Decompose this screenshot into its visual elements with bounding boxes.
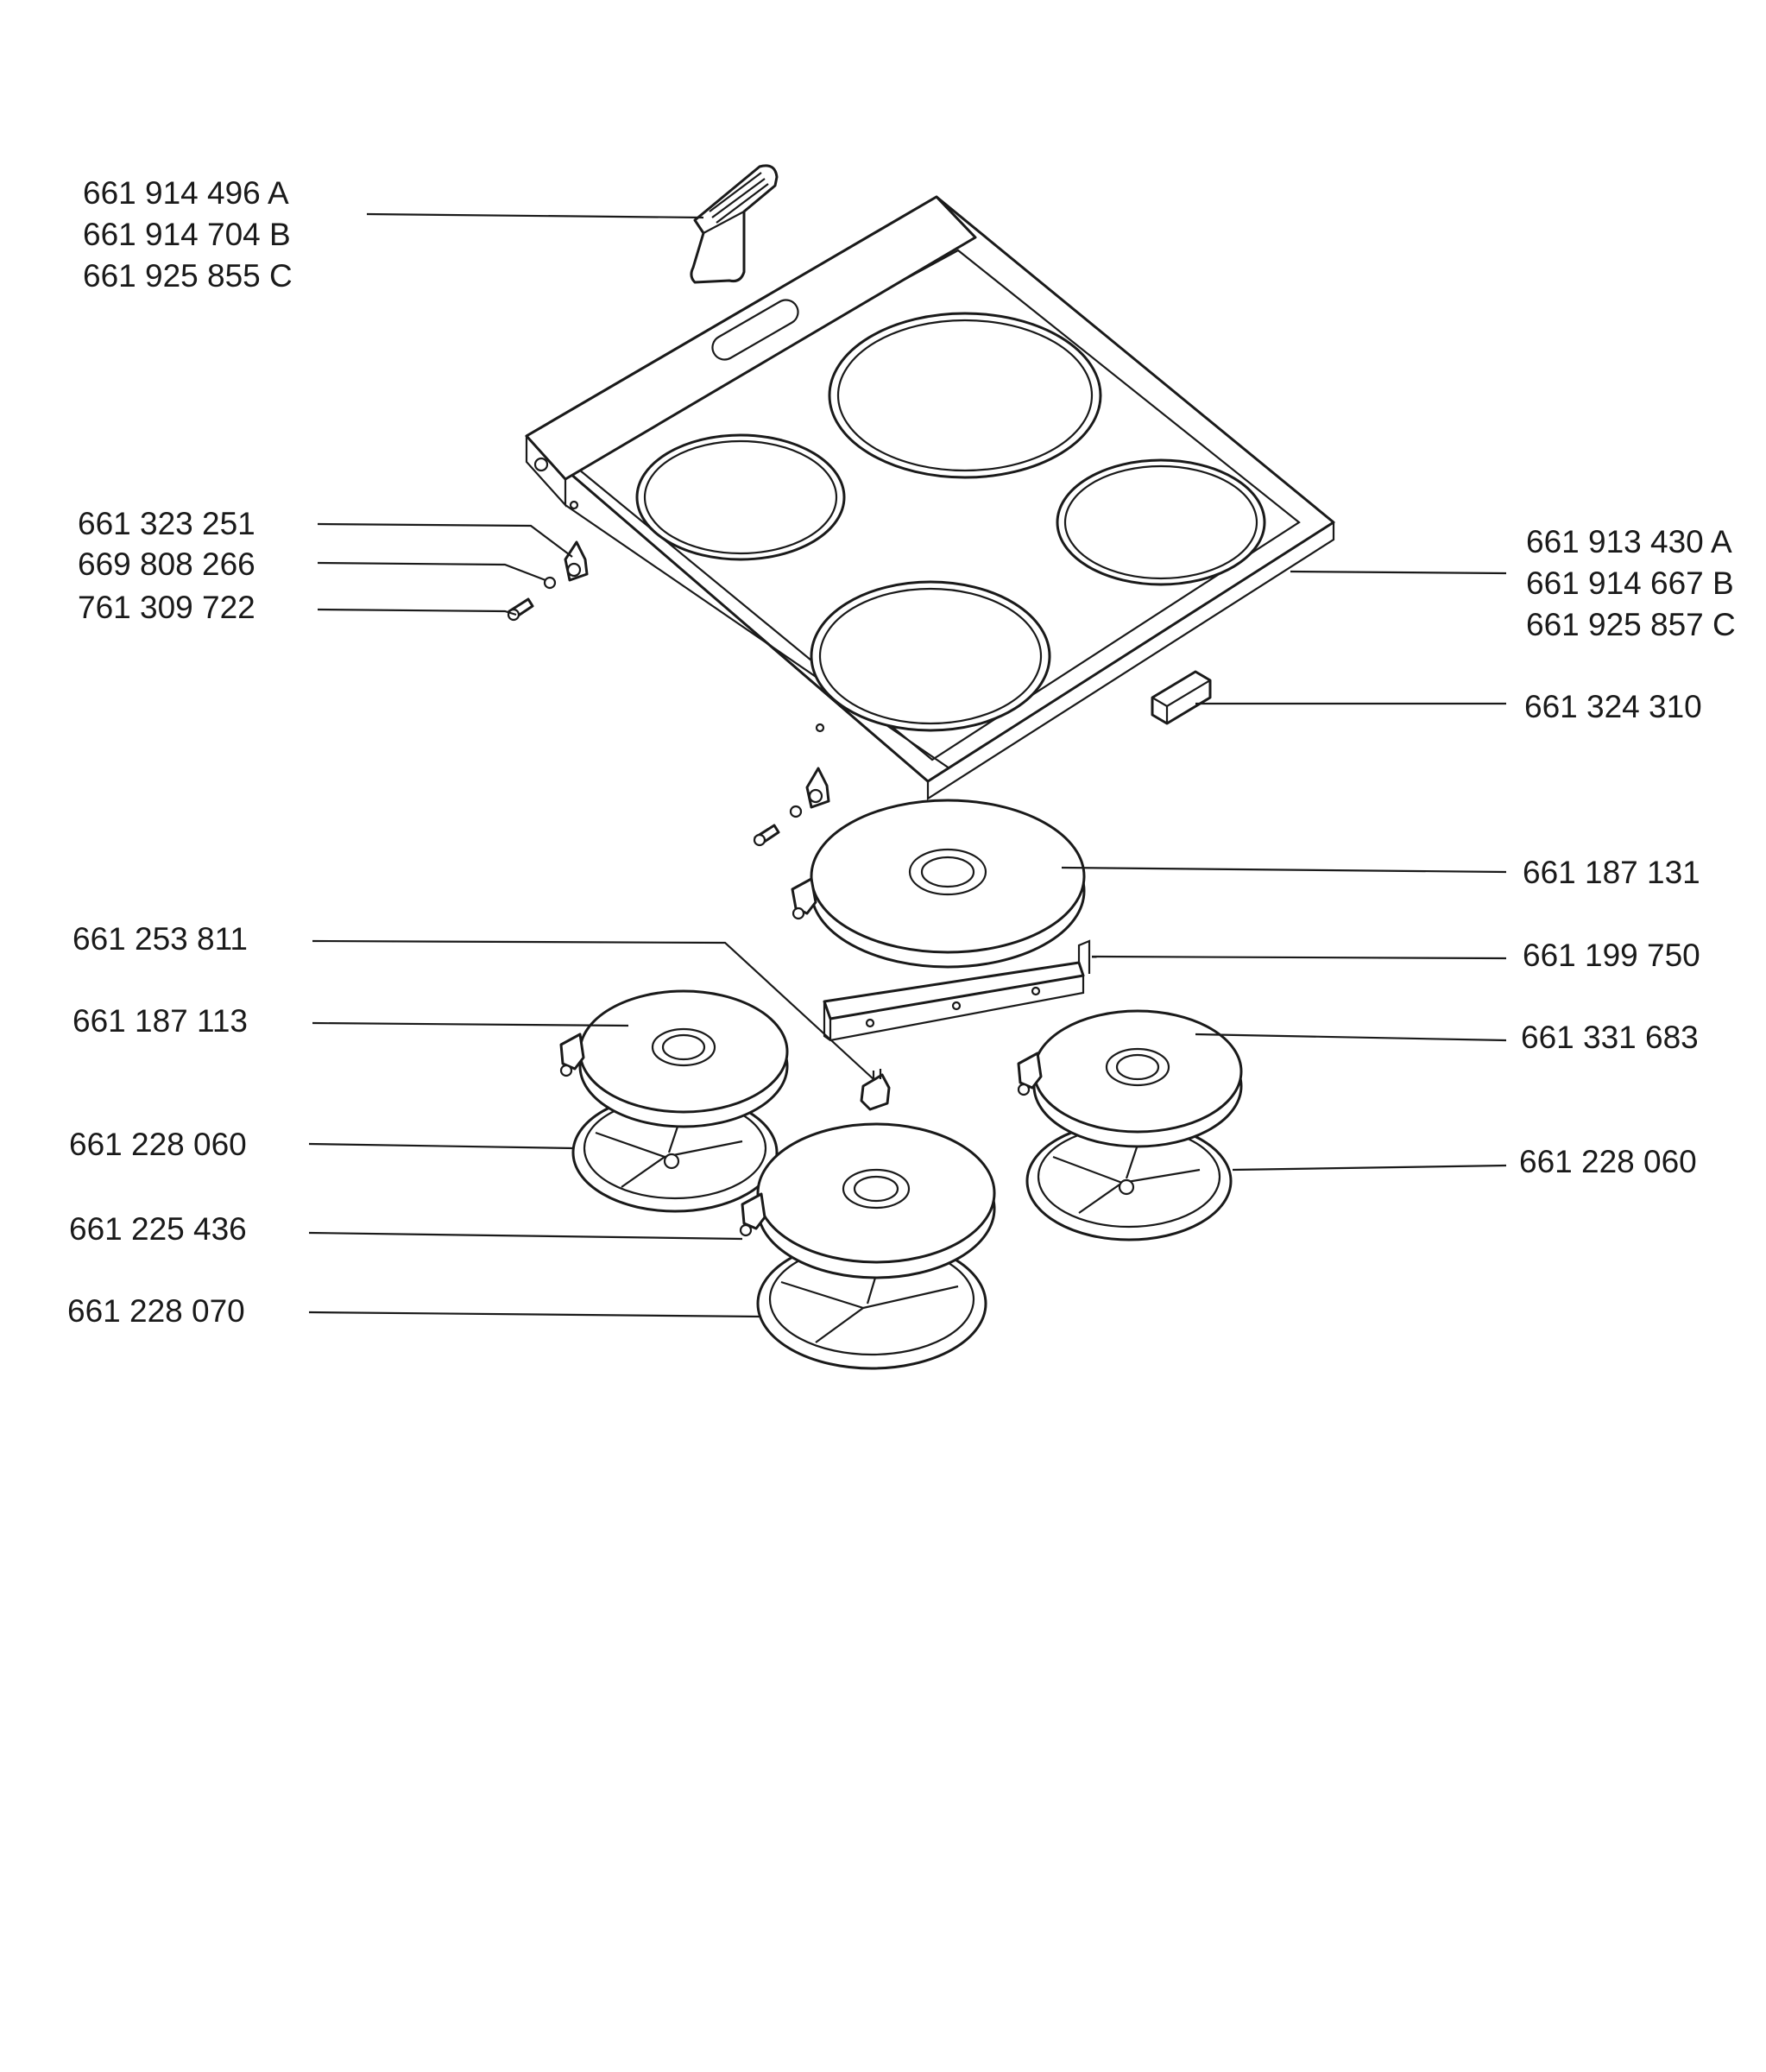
label-ring-right: 661 228 060 [1519,1144,1697,1179]
label-terminal: 661 253 811 [73,921,249,957]
label-hob-top-a: 661 913 430 A [1526,524,1732,559]
large-hotplate [791,799,1086,969]
leader-lines [308,212,1507,1318]
left-small-hotplate [559,989,789,1128]
washer-upper [543,576,557,590]
label-ring-left: 661 228 060 [69,1127,247,1162]
label-hob-top-c: 661 925 857 C [1526,607,1736,642]
label-front-hotplate: 661 225 436 [69,1211,247,1247]
terminal-block [860,1069,891,1111]
label-ring-front: 661 228 070 [67,1293,245,1329]
screw-lower [753,824,780,847]
label-large-hotplate: 661 187 131 [1523,855,1700,890]
knob-handle [690,164,779,284]
label-bracket: 661 323 251 [78,506,255,541]
support-rail [823,939,1091,1042]
label-small-hotplate-left: 661 187 113 [73,1003,249,1039]
label-clip: 661 324 310 [1524,689,1702,724]
screw-upper [507,597,534,622]
label-knob-handle-b: 661 914 704 B [83,217,291,252]
label-knob-handle-a: 661 914 496 A [83,175,289,211]
bracket-upper [564,540,589,582]
front-hotplate [739,1122,996,1279]
washer-lower [789,805,803,818]
label-knob-handle-c: 661 925 855 C [83,258,293,294]
label-right-hotplate: 661 331 683 [1521,1020,1699,1055]
bracket-lower [805,767,830,809]
right-hotplate [1017,1009,1243,1148]
label-support-rail: 661 199 750 [1523,938,1700,973]
hob-top-panel [525,195,1335,801]
label-washer: 669 808 266 [78,546,255,582]
label-hob-top-b: 661 914 667 B [1526,565,1734,601]
clip [1151,670,1212,725]
label-screw: 761 309 722 [78,590,255,625]
